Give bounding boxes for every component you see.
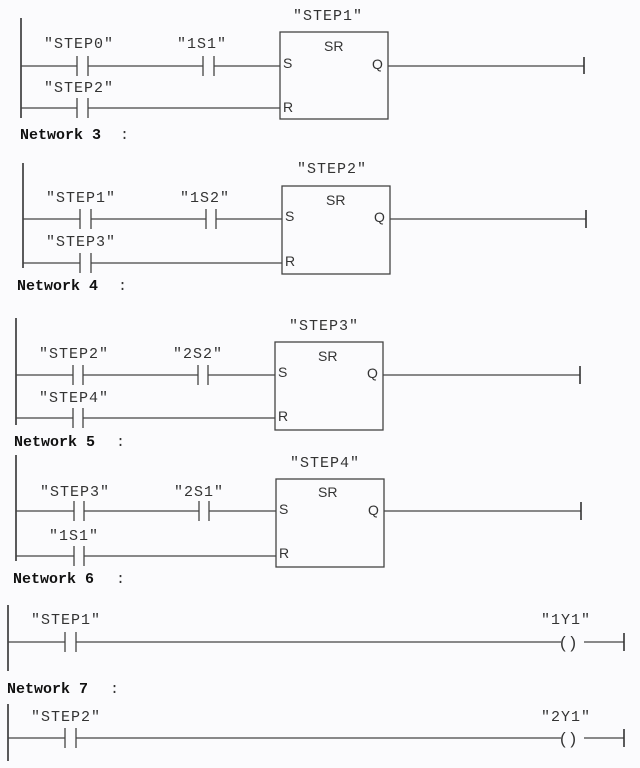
contact-label: "STEP2" [39,346,109,363]
contact-label: "STEP1" [46,190,116,207]
contact-no[interactable] [79,253,92,273]
pin-s: S [283,55,292,71]
pin-s: S [285,208,294,224]
network-7-header: Network 7 [7,681,88,698]
contact-no[interactable] [73,501,85,521]
contact-no[interactable] [73,546,85,566]
contact-label: "1S1" [177,36,227,53]
contact-label: "STEP3" [46,234,116,251]
network-5-header: Network 5 [14,434,95,451]
contact-label: "STEP4" [39,390,109,407]
network-7: "STEP2" "2Y1" ( ) [7,704,625,761]
contact-label: "STEP1" [31,612,101,629]
pin-r: R [279,545,289,561]
pin-r: R [285,253,295,269]
sr-block-type: SR [324,38,343,54]
contact-no[interactable] [197,365,209,385]
network-header-colon: : [120,127,129,144]
sr-block-name: "STEP1" [293,8,363,25]
pin-r: R [278,408,288,424]
contact-label: "STEP2" [31,709,101,726]
contact-no[interactable] [76,56,89,76]
contact-no[interactable] [64,728,77,748]
pin-q: Q [374,209,385,225]
sr-block-name: "STEP2" [297,161,367,178]
sr-block-name: "STEP4" [290,455,360,472]
contact-no[interactable] [202,56,215,76]
network-3: "STEP1" "1S2" "STEP3" "STEP2" SR S R Q [22,161,587,275]
contact-no[interactable] [198,501,210,521]
pin-q: Q [372,56,383,72]
sr-flipflop-block[interactable] [275,478,385,568]
output-coil[interactable]: ( ) [560,729,576,748]
output-coil[interactable]: ( ) [560,633,576,652]
contact-label: "2S1" [174,484,224,501]
coil-label: "2Y1" [541,709,591,726]
sr-flipflop-block[interactable] [281,185,391,275]
contact-label: "2S2" [173,346,223,363]
network-6: "STEP1" "1Y1" ( ) [7,605,625,671]
sr-flipflop-block[interactable] [274,341,384,431]
sr-block-name: "STEP3" [289,318,359,335]
coil-label: "1Y1" [541,612,591,629]
network-header-colon: : [116,571,125,588]
network-6-header: Network 6 [13,571,94,588]
contact-label: "STEP0" [44,36,114,53]
contact-no[interactable] [76,98,89,118]
network-header-colon: : [116,434,125,451]
network-2: "STEP0" "1S1" "STEP2" "STEP1" SR S R Q [20,8,585,120]
sr-block-type: SR [326,192,345,208]
contact-label: "1S2" [180,190,230,207]
contact-no[interactable] [205,209,217,229]
network-4: "STEP2" "2S2" "STEP4" "STEP3" SR S R Q [15,318,581,431]
network-3-header: Network 3 [20,127,101,144]
contact-no[interactable] [72,408,84,428]
contact-no[interactable] [72,365,84,385]
pin-q: Q [367,365,378,381]
contact-label: "1S1" [49,528,99,545]
pin-s: S [279,501,288,517]
sr-block-type: SR [318,484,337,500]
contact-label: "STEP3" [40,484,110,501]
pin-q: Q [368,502,379,518]
network-4-header: Network 4 [17,278,98,295]
network-header-colon: : [118,278,127,295]
contact-no[interactable] [79,209,92,229]
sr-block-type: SR [318,348,337,364]
network-5: "STEP3" "2S1" "1S1" "STEP4" SR S R Q [15,455,582,568]
contact-no[interactable] [64,632,77,652]
pin-s: S [278,364,287,380]
contact-label: "STEP2" [44,80,114,97]
sr-flipflop-block[interactable] [279,31,389,120]
network-header-colon: : [110,681,119,698]
pin-r: R [283,99,293,115]
